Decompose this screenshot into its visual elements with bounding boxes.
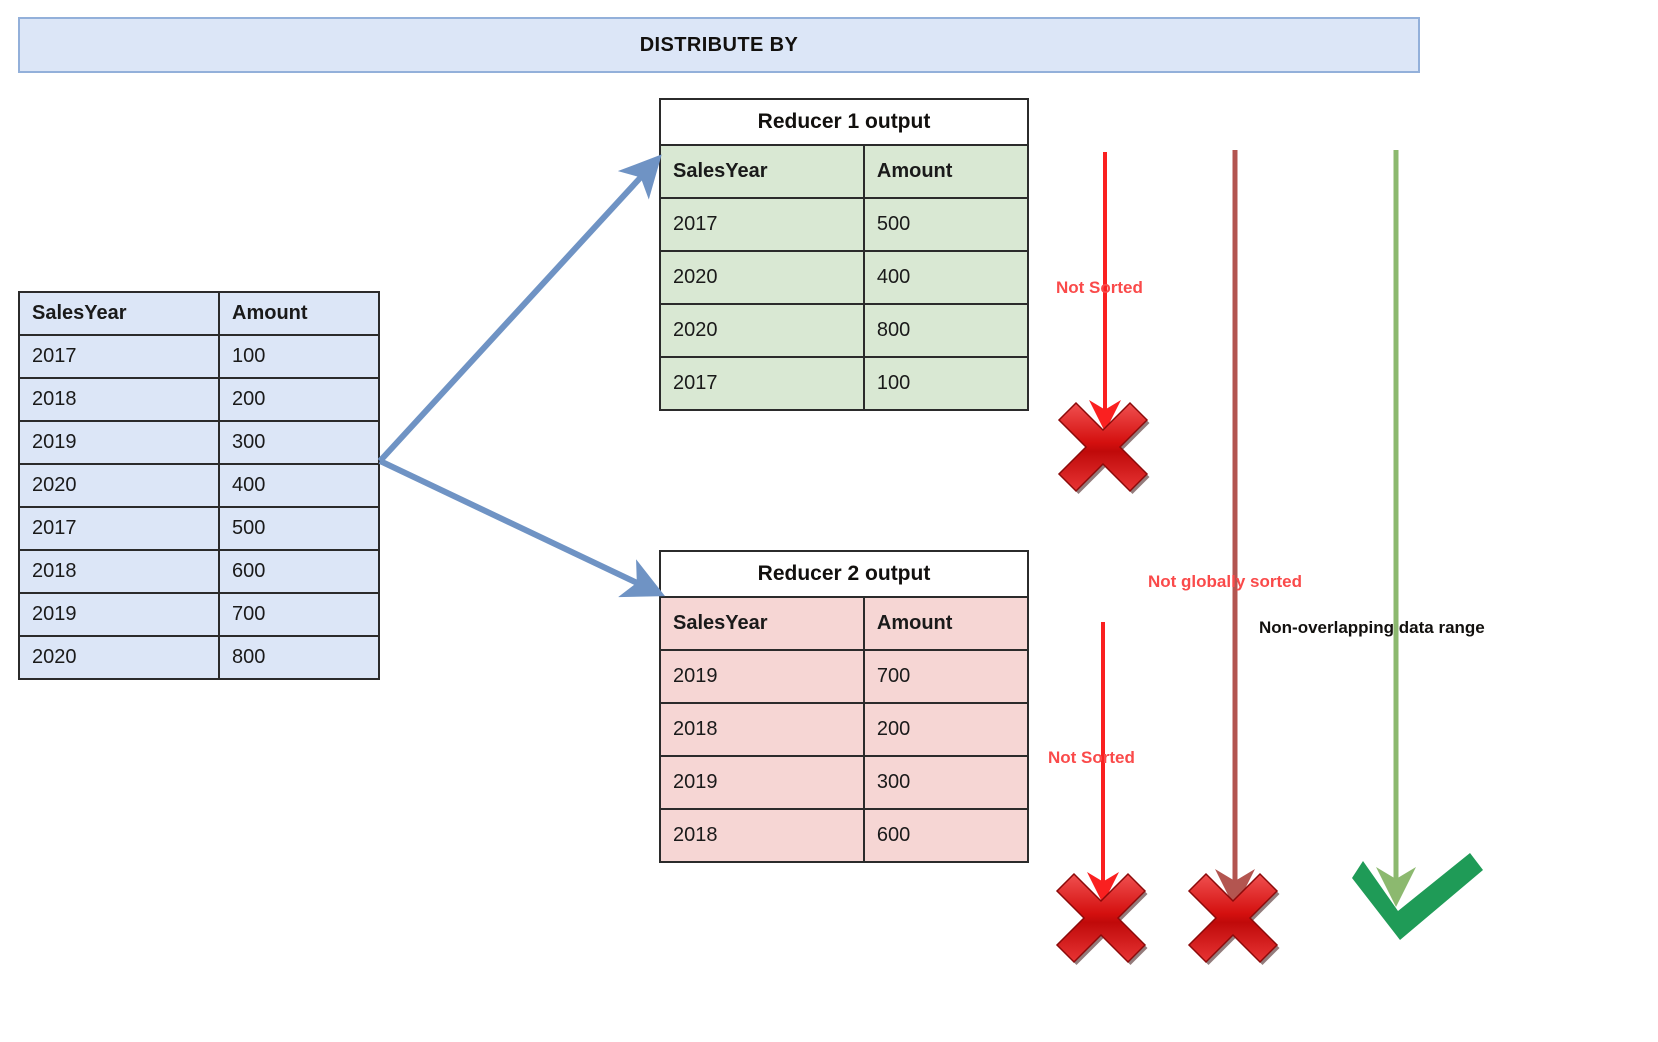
cell-salesyear: 2020 [659, 250, 865, 305]
cell-salesyear: 2018 [659, 808, 865, 863]
table-row: 2018 200 [659, 702, 1030, 757]
cell-salesyear: 2017 [18, 334, 220, 379]
cross-icon [1187, 872, 1280, 965]
cross-icon [1055, 872, 1148, 965]
table-row: 2019 300 [18, 420, 380, 465]
table-row: 2020 800 [18, 635, 380, 680]
distribute-arrow-to-reducer-2 [378, 458, 666, 598]
title-banner: DISTRIBUTE BY [18, 17, 1420, 73]
cell-salesyear: 2019 [659, 649, 865, 704]
column-header-amount: Amount [218, 291, 380, 336]
cell-amount: 200 [862, 702, 1030, 757]
table-row: 2020 400 [659, 250, 1030, 305]
table-row: 2017 500 [659, 197, 1030, 252]
cell-amount: 300 [218, 420, 380, 465]
cell-amount: 600 [862, 808, 1030, 863]
table-row: 2018 600 [659, 808, 1030, 863]
table-header-row: SalesYear Amount [659, 144, 1030, 199]
cell-amount: 100 [218, 334, 380, 379]
cell-salesyear: 2019 [18, 592, 220, 637]
cell-salesyear: 2020 [18, 635, 220, 680]
table-row: 2018 200 [18, 377, 380, 422]
cell-salesyear: 2017 [659, 356, 865, 411]
reducer-1-table: SalesYear Amount 2017 500 2020 400 2020 … [659, 144, 1030, 411]
reducer-1-title: Reducer 1 output [659, 98, 1029, 146]
cell-amount: 300 [862, 755, 1030, 810]
table-header-row: SalesYear Amount [659, 596, 1030, 651]
cell-salesyear: 2018 [18, 377, 220, 422]
cell-amount: 400 [862, 250, 1030, 305]
column-header-salesyear: SalesYear [659, 596, 865, 651]
table-header-row: SalesYear Amount [18, 291, 380, 336]
reducer-2-output-block: Reducer 2 output SalesYear Amount 2019 7… [659, 550, 1030, 863]
page-title: DISTRIBUTE BY [639, 33, 799, 56]
reducer-1-output-block: Reducer 1 output SalesYear Amount 2017 5… [659, 98, 1030, 411]
table-row: 2017 500 [18, 506, 380, 551]
cross-icon [1057, 401, 1150, 494]
table-row: 2017 100 [18, 334, 380, 379]
cell-amount: 800 [218, 635, 380, 680]
cell-amount: 100 [862, 356, 1030, 411]
table-row: 2017 100 [659, 356, 1030, 411]
cell-salesyear: 2019 [18, 420, 220, 465]
cell-amount: 600 [218, 549, 380, 594]
cell-salesyear: 2018 [659, 702, 865, 757]
reducer-2-table: SalesYear Amount 2019 700 2018 200 2019 … [659, 596, 1030, 863]
column-header-salesyear: SalesYear [18, 291, 220, 336]
cell-amount: 500 [862, 197, 1030, 252]
cell-salesyear: 2020 [659, 303, 865, 358]
cell-salesyear: 2020 [18, 463, 220, 508]
table-row: 2020 400 [18, 463, 380, 508]
source-table: SalesYear Amount 2017 100 2018 200 2019 … [18, 291, 380, 680]
label-not-sorted-reducer-1: Not Sorted [1056, 278, 1143, 297]
label-not-globally-sorted: Not globally sorted [1148, 572, 1302, 591]
distribute-arrow-to-reducer-1 [377, 154, 662, 464]
table-row: 2019 300 [659, 755, 1030, 810]
cell-amount: 800 [862, 303, 1030, 358]
reducer-2-title: Reducer 2 output [659, 550, 1029, 598]
cell-salesyear: 2017 [659, 197, 865, 252]
column-header-amount: Amount [862, 144, 1030, 199]
column-header-salesyear: SalesYear [659, 144, 865, 199]
cell-amount: 500 [218, 506, 380, 551]
cell-amount: 700 [862, 649, 1030, 704]
column-header-amount: Amount [862, 596, 1030, 651]
cell-amount: 400 [218, 463, 380, 508]
cell-amount: 700 [218, 592, 380, 637]
label-non-overlapping-data-range: Non-overlapping data range [1259, 618, 1485, 637]
table-row: 2020 800 [659, 303, 1030, 358]
table-row: 2018 600 [18, 549, 380, 594]
cell-salesyear: 2018 [18, 549, 220, 594]
table-row: 2019 700 [659, 649, 1030, 704]
check-icon [1352, 853, 1483, 940]
cell-salesyear: 2019 [659, 755, 865, 810]
table-row: 2019 700 [18, 592, 380, 637]
label-not-sorted-reducer-2: Not Sorted [1048, 748, 1135, 767]
cell-amount: 200 [218, 377, 380, 422]
cell-salesyear: 2017 [18, 506, 220, 551]
